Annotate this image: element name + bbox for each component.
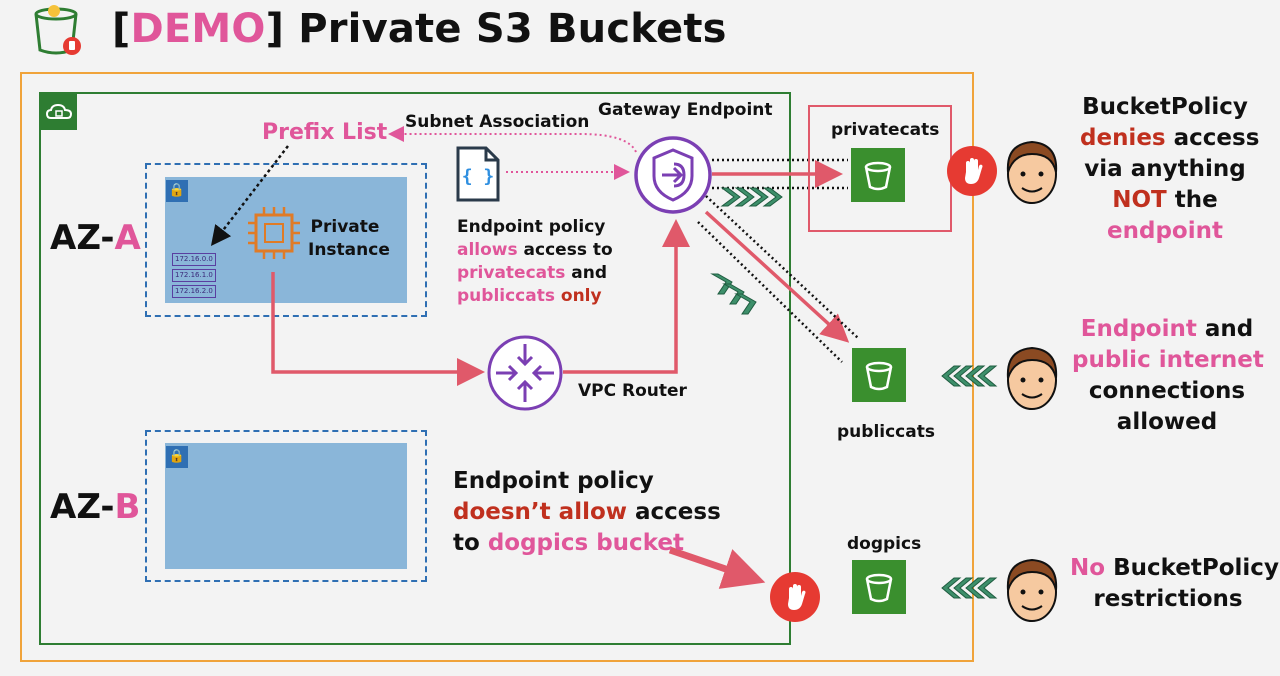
prefix-list-label: Prefix List — [262, 120, 388, 145]
chevrons-user-to-dogpics — [941, 577, 998, 599]
stop-hand-icon — [947, 146, 997, 196]
subnet-az-b — [145, 430, 427, 582]
user-face-icon — [1006, 140, 1058, 204]
ec2-chip-icon — [248, 207, 300, 259]
svg-text:{ }: { } — [462, 166, 495, 187]
route-entry: 172.16.1.0 — [172, 269, 216, 282]
page-title: [DEMO] Private S3 Buckets — [112, 6, 727, 52]
chevrons-gateway-to-publiccats — [710, 273, 757, 315]
vpc-cloud-icon — [41, 94, 77, 130]
s3-bucket-stop-icon — [34, 5, 81, 55]
publiccats-label: publiccats — [837, 422, 935, 442]
subnet-az-a — [145, 163, 427, 317]
subnet-az-b-fill — [165, 443, 407, 569]
chevrons-user-to-publiccats — [941, 365, 998, 387]
endpoint-policy-note: Endpoint policy allows access to private… — [457, 217, 613, 306]
dogpics-label: dogpics — [847, 534, 922, 554]
dogpics-deny-note: Endpoint policy doesn’t allow access to … — [453, 468, 721, 556]
stop-hand-icon — [770, 572, 820, 622]
private-instance-label: Private Instance — [308, 217, 390, 260]
router-icon — [487, 335, 563, 411]
chevrons-gateway-to-privatecats — [720, 187, 783, 207]
publiccats-policy-note: Endpoint and public internet connections… — [1072, 316, 1264, 435]
vpc-boundary — [39, 92, 791, 645]
user-face-icon — [1006, 346, 1058, 410]
lock-icon: 🔒 — [166, 180, 188, 202]
s3-bucket-icon — [852, 560, 906, 614]
privatecats-bucket-policy-note: BucketPolicy denies access via anything … — [1080, 94, 1260, 244]
s3-bucket-icon — [852, 348, 906, 402]
subnet-az-a-fill — [165, 177, 407, 303]
region-boundary — [20, 72, 974, 662]
subnet-association-label: Subnet Association — [405, 112, 590, 132]
gateway-endpoint-label: Gateway Endpoint — [598, 100, 773, 120]
route-entry: 172.16.2.0 — [172, 285, 216, 298]
privatecats-label: privatecats — [831, 120, 940, 140]
route-entry: 172.16.0.0 — [172, 253, 216, 266]
user-face-icon — [1006, 558, 1058, 622]
s3-bucket-icon — [851, 148, 905, 202]
policy-document-icon: { } — [456, 146, 500, 202]
vpc-router-label: VPC Router — [578, 381, 687, 401]
lock-icon: 🔒 — [166, 446, 188, 468]
route-entries: 172.16.0.0 172.16.1.0 172.16.2.0 — [172, 253, 216, 298]
dogpics-policy-note: No BucketPolicy restrictions — [1070, 555, 1279, 612]
az-b-label: AZ-B — [50, 487, 141, 527]
az-a-label: AZ-A — [50, 218, 141, 258]
gateway-endpoint-shield-icon — [634, 136, 712, 214]
